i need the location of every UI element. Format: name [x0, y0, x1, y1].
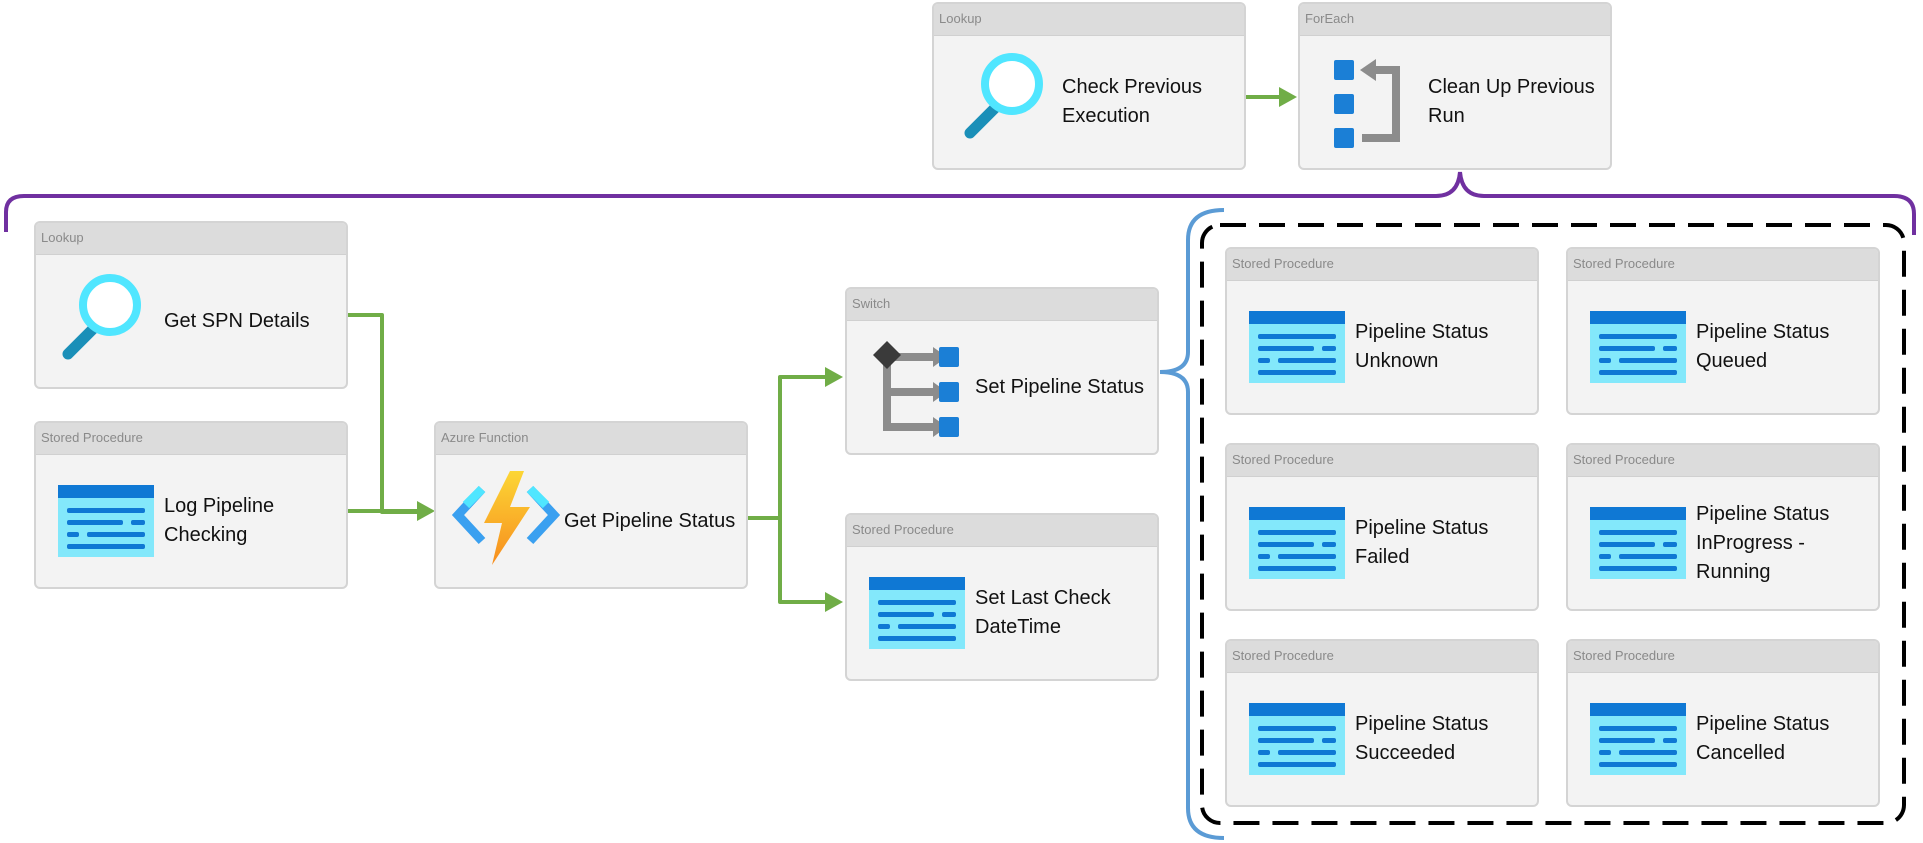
activity-name: Log Pipeline Checking [164, 495, 275, 546]
activity-get-pipeline-status[interactable]: Azure Function Get Pipeline Status [434, 421, 748, 589]
activity-name: Check Previous Execution [1062, 76, 1203, 127]
magnifier-icon [62, 274, 141, 360]
switch-cases-container [1200, 223, 1906, 825]
activity-name: Pipeline Status Cancelled [1696, 713, 1830, 764]
activity-type-label: Stored Procedure [1227, 445, 1537, 477]
switch-cases-bracket [1159, 208, 1225, 840]
activity-type-label: Lookup [934, 4, 1244, 36]
activity-name: Pipeline Status Queued [1696, 321, 1830, 372]
activity-name: Pipeline Status Succeeded [1355, 713, 1489, 764]
activity-name: Get SPN Details [164, 309, 310, 332]
activity-pipeline-status-queued[interactable]: Stored Procedure Pipeline Status Queued [1566, 247, 1880, 415]
activity-clean-up-previous-run[interactable]: ForEach Clean Up Previous Run [1298, 2, 1612, 170]
activity-name: Clean Up Previous Run [1428, 76, 1595, 127]
activity-type-label: Stored Procedure [1568, 641, 1878, 673]
stored-procedure-icon [1249, 507, 1345, 579]
activity-name: Pipeline Status Unknown [1355, 321, 1489, 372]
stored-procedure-icon [1249, 703, 1345, 775]
activity-name: Pipeline Status Failed [1355, 517, 1489, 568]
activity-pipeline-status-succeeded[interactable]: Stored Procedure Pipeline Status Succeed… [1225, 639, 1539, 807]
foreach-loop-icon [1334, 59, 1400, 148]
activity-pipeline-status-inprogress[interactable]: Stored Procedure Pipeline Status InProgr… [1566, 443, 1880, 611]
arrowhead-getstatus [417, 501, 435, 521]
activity-check-previous-execution[interactable]: Lookup Check Previous Execution [932, 2, 1246, 170]
azure-function-icon [452, 471, 560, 565]
arrow-getstatus-to-switch [746, 375, 827, 520]
activity-type-label: Stored Procedure [1568, 249, 1878, 281]
arrow-spn-to-getstatus [348, 313, 419, 514]
activity-name: Get Pipeline Status [564, 509, 736, 532]
activity-name: Set Pipeline Status [975, 375, 1144, 398]
activity-type-label: Azure Function [436, 423, 746, 455]
stored-procedure-icon [869, 577, 965, 649]
activity-pipeline-status-unknown[interactable]: Stored Procedure Pipeline Status Unknown [1225, 247, 1539, 415]
activity-set-last-check-datetime[interactable]: Stored Procedure Set Last Check DateTime [845, 513, 1159, 681]
stored-procedure-icon [1590, 703, 1686, 775]
arrowhead-cleanup [1279, 87, 1297, 107]
stored-procedure-icon [1590, 311, 1686, 383]
activity-name: Pipeline Status InProgress - Running [1696, 502, 1830, 583]
activity-type-label: Stored Procedure [847, 515, 1157, 547]
foreach-inner-bracket [3, 171, 1916, 235]
stored-procedure-icon [58, 485, 154, 557]
stored-procedure-icon [1590, 507, 1686, 579]
activity-log-pipeline-checking[interactable]: Stored Procedure Log Pipeline Checking [34, 421, 348, 589]
stored-procedure-icon [1249, 311, 1345, 383]
arrowhead-lastcheck [825, 592, 843, 612]
activity-type-label: Stored Procedure [1227, 249, 1537, 281]
switch-icon [873, 341, 959, 437]
activity-type-label: Stored Procedure [1568, 445, 1878, 477]
activity-set-pipeline-status[interactable]: Switch Set Pipeline Status [845, 287, 1159, 455]
activity-type-label: Lookup [36, 223, 346, 255]
activity-type-label: ForEach [1300, 4, 1610, 36]
activity-pipeline-status-failed[interactable]: Stored Procedure Pipeline Status Failed [1225, 443, 1539, 611]
magnifier-icon [964, 53, 1043, 139]
activity-type-label: Stored Procedure [36, 423, 346, 455]
arrowhead-switch [825, 367, 843, 387]
activity-type-label: Stored Procedure [1227, 641, 1537, 673]
arrow-getstatus-to-lastcheck [778, 518, 827, 604]
activity-name: Set Last Check DateTime [975, 587, 1111, 638]
activity-pipeline-status-cancelled[interactable]: Stored Procedure Pipeline Status Cancell… [1566, 639, 1880, 807]
activity-get-spn-details[interactable]: Lookup Get SPN Details [34, 221, 348, 389]
activity-type-label: Switch [847, 289, 1157, 321]
